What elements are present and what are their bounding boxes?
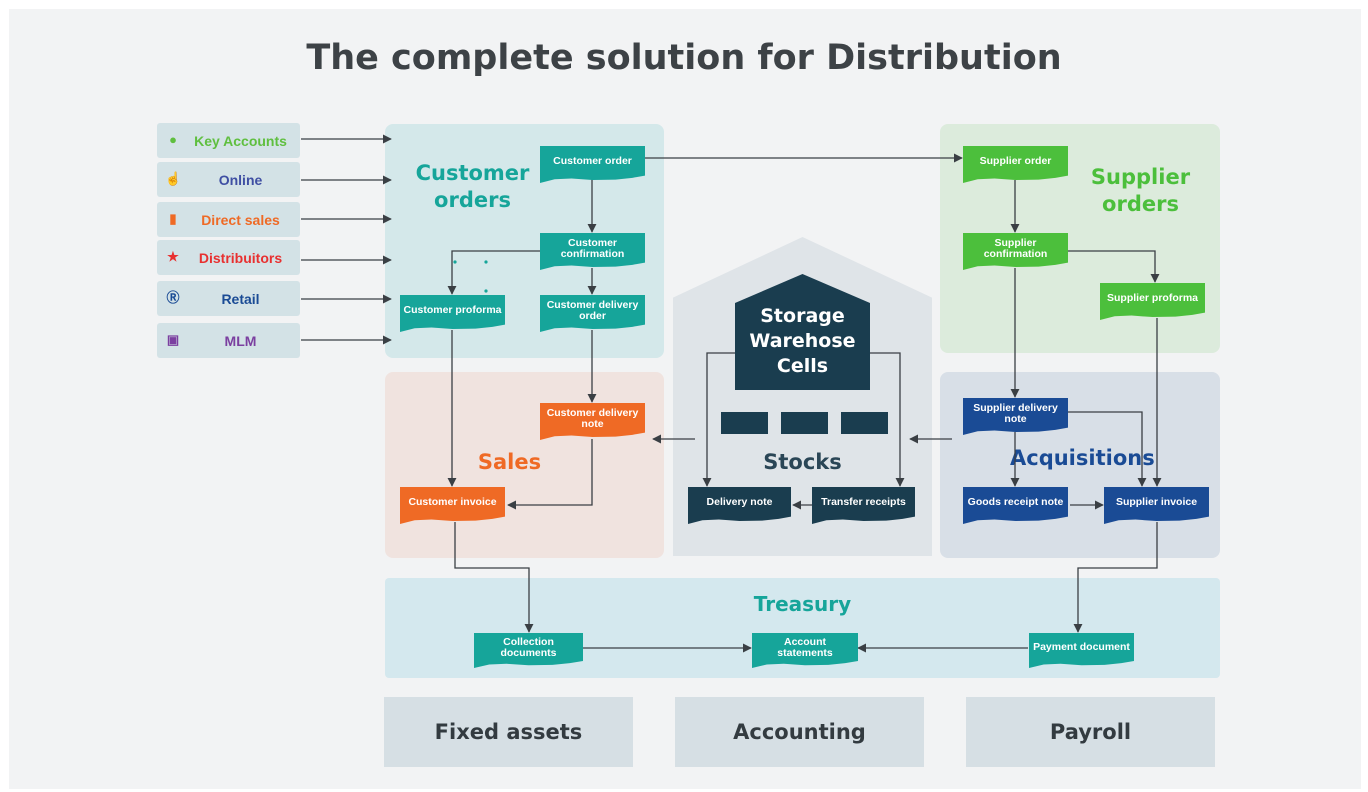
doc-customer-delivery-order[interactable]: Customer delivery order <box>540 295 645 332</box>
doc-customer-delivery-note[interactable]: Customer delivery note <box>540 403 645 440</box>
source-label: Distribuitors <box>198 249 283 266</box>
doc-supplier-invoice[interactable]: Supplier invoice <box>1104 487 1209 524</box>
page-title: The complete solution for Distribution <box>306 38 1062 78</box>
doc-supplier-proforma[interactable]: Supplier proforma <box>1100 283 1205 320</box>
source-label: Key Accounts <box>194 132 287 149</box>
headset-icon: ● <box>169 132 177 147</box>
stock-cell-3 <box>841 412 888 434</box>
acquisitions-title: Acquisitions <box>1010 446 1155 470</box>
doc-customer-invoice[interactable]: Customer invoice <box>400 487 505 524</box>
storage-label: Storage Warehose Cells <box>749 305 856 377</box>
doc-collection-documents[interactable]: Collection documents <box>474 633 583 668</box>
source-retail[interactable]: Ⓡ Retail <box>157 281 300 316</box>
doc-supplier-order[interactable]: Supplier order <box>963 146 1068 183</box>
doc-transfer-receipts[interactable]: Transfer receipts <box>812 487 915 524</box>
source-label: Online <box>218 171 263 188</box>
doc-goods-receipt-note[interactable]: Goods receipt note <box>963 487 1068 524</box>
source-label: Retail <box>221 290 260 307</box>
stock-cell-2 <box>781 412 828 434</box>
presentation-icon: ▣ <box>166 332 180 347</box>
source-key-accounts[interactable]: ● Key Accounts <box>157 123 300 158</box>
dollar-coin-icon: Ⓡ <box>166 290 180 305</box>
source-distribuitors[interactable]: ★ Distribuitors <box>157 240 300 275</box>
pointer-hand-icon: ☝ <box>165 171 182 186</box>
doc-account-statements[interactable]: Account statements <box>752 633 858 668</box>
doc-supplier-confirmation[interactable]: Supplier confirmation <box>963 233 1068 270</box>
stock-cell-1 <box>721 412 768 434</box>
treasury-title: Treasury <box>753 592 852 616</box>
doc-supplier-delivery-note[interactable]: Supplier delivery note <box>963 398 1068 435</box>
sales-title: Sales <box>477 450 542 474</box>
source-mlm[interactable]: ▣ MLM <box>157 323 300 358</box>
stocks-title: Stocks <box>763 450 842 474</box>
source-direct-sales[interactable]: ▮ Direct sales <box>157 202 300 237</box>
source-label: MLM <box>224 332 257 349</box>
doc-delivery-note[interactable]: Delivery note <box>688 487 791 524</box>
cards-icon: ▮ <box>169 211 177 226</box>
module-accounting[interactable]: Accounting <box>675 697 924 767</box>
module-payroll[interactable]: Payroll <box>966 697 1215 767</box>
module-fixed-assets[interactable]: Fixed assets <box>384 697 633 767</box>
source-label: Direct sales <box>201 211 280 228</box>
doc-customer-confirmation[interactable]: Customer confirmation <box>540 233 645 270</box>
doc-customer-order[interactable]: Customer order <box>540 146 645 183</box>
people-icon: ★ <box>167 249 179 264</box>
doc-payment-document[interactable]: Payment document <box>1029 633 1134 668</box>
storage-block <box>735 274 870 390</box>
doc-customer-proforma[interactable]: Customer proforma <box>400 295 505 332</box>
customer-orders-title: Customer orders <box>415 161 530 212</box>
source-online[interactable]: ☝ Online <box>157 162 300 197</box>
supplier-orders-title: Supplier orders <box>1090 165 1191 216</box>
